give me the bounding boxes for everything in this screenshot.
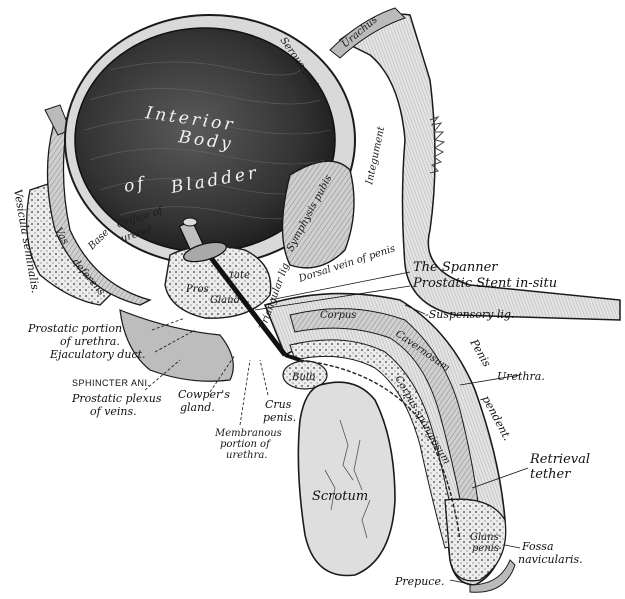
label-sphincter: SPHINCTER ANI. <box>72 378 151 388</box>
vas-deferens <box>46 117 152 306</box>
glans-penis <box>444 498 507 582</box>
label-membranous-urethra: urethra. <box>226 450 268 461</box>
label-urethra: Urethra. <box>497 370 545 383</box>
label-glans1: Glans <box>470 532 499 543</box>
prostatic-stent <box>203 248 461 541</box>
label-navicularis: navicularis. <box>518 553 583 566</box>
label-tether: tether <box>530 467 571 482</box>
label-prepuce: Prepuce. <box>394 575 444 588</box>
leader-lines <box>144 271 529 586</box>
label-cowpers: Cowper's <box>178 388 230 401</box>
label-ejaculatory: Ejaculatory duct. <box>49 348 146 361</box>
label-crus: Crus <box>265 398 292 411</box>
label-plexus: Prostatic plexus <box>71 392 162 405</box>
label-base: Base <box>86 227 112 253</box>
label-prostate3: Gland <box>210 295 240 306</box>
scrotum-veins <box>324 419 371 539</box>
label-prostate2: tate <box>230 270 250 281</box>
label-of-veins: of veins. <box>90 405 137 418</box>
symphysis-pubis <box>281 160 355 269</box>
pubic-hair <box>429 115 446 174</box>
label-gland: gland. <box>180 401 215 414</box>
label-retrieval: Retrieval <box>529 452 590 467</box>
label-fossa: Fossa <box>521 540 554 553</box>
label-stent: Prostatic Stent in-situ <box>412 276 557 291</box>
rectum-region <box>119 309 234 382</box>
label-scrotum: Scrotum <box>312 489 368 504</box>
label-corpus: Corpus <box>320 310 356 321</box>
label-penis: Penis <box>467 336 494 369</box>
label-suspensory: -Suspensory lig. <box>425 308 514 321</box>
label-glans2: penis <box>472 543 499 554</box>
bulb <box>282 360 328 390</box>
label-bulb: Bulb <box>291 372 315 383</box>
label-integument: Integument <box>364 125 387 187</box>
spanner-tool <box>178 217 228 263</box>
label-membranous: Membranous <box>214 428 282 439</box>
label-spanner: The Spanner <box>413 260 498 275</box>
prepuce <box>469 559 516 593</box>
scrotum <box>297 381 396 577</box>
label-portion-of: portion of <box>220 439 272 450</box>
abdominal-wall <box>338 13 621 321</box>
label-prostate1: Pros <box>185 284 209 295</box>
label-crus-penis: penis. <box>263 411 296 424</box>
label-of: of <box>122 173 148 197</box>
label-prostatic-portion: Prostatic portion <box>27 322 122 335</box>
label-of-urethra: of urethra. <box>60 335 120 348</box>
prostate-gland <box>164 245 272 319</box>
urachus <box>329 7 406 59</box>
